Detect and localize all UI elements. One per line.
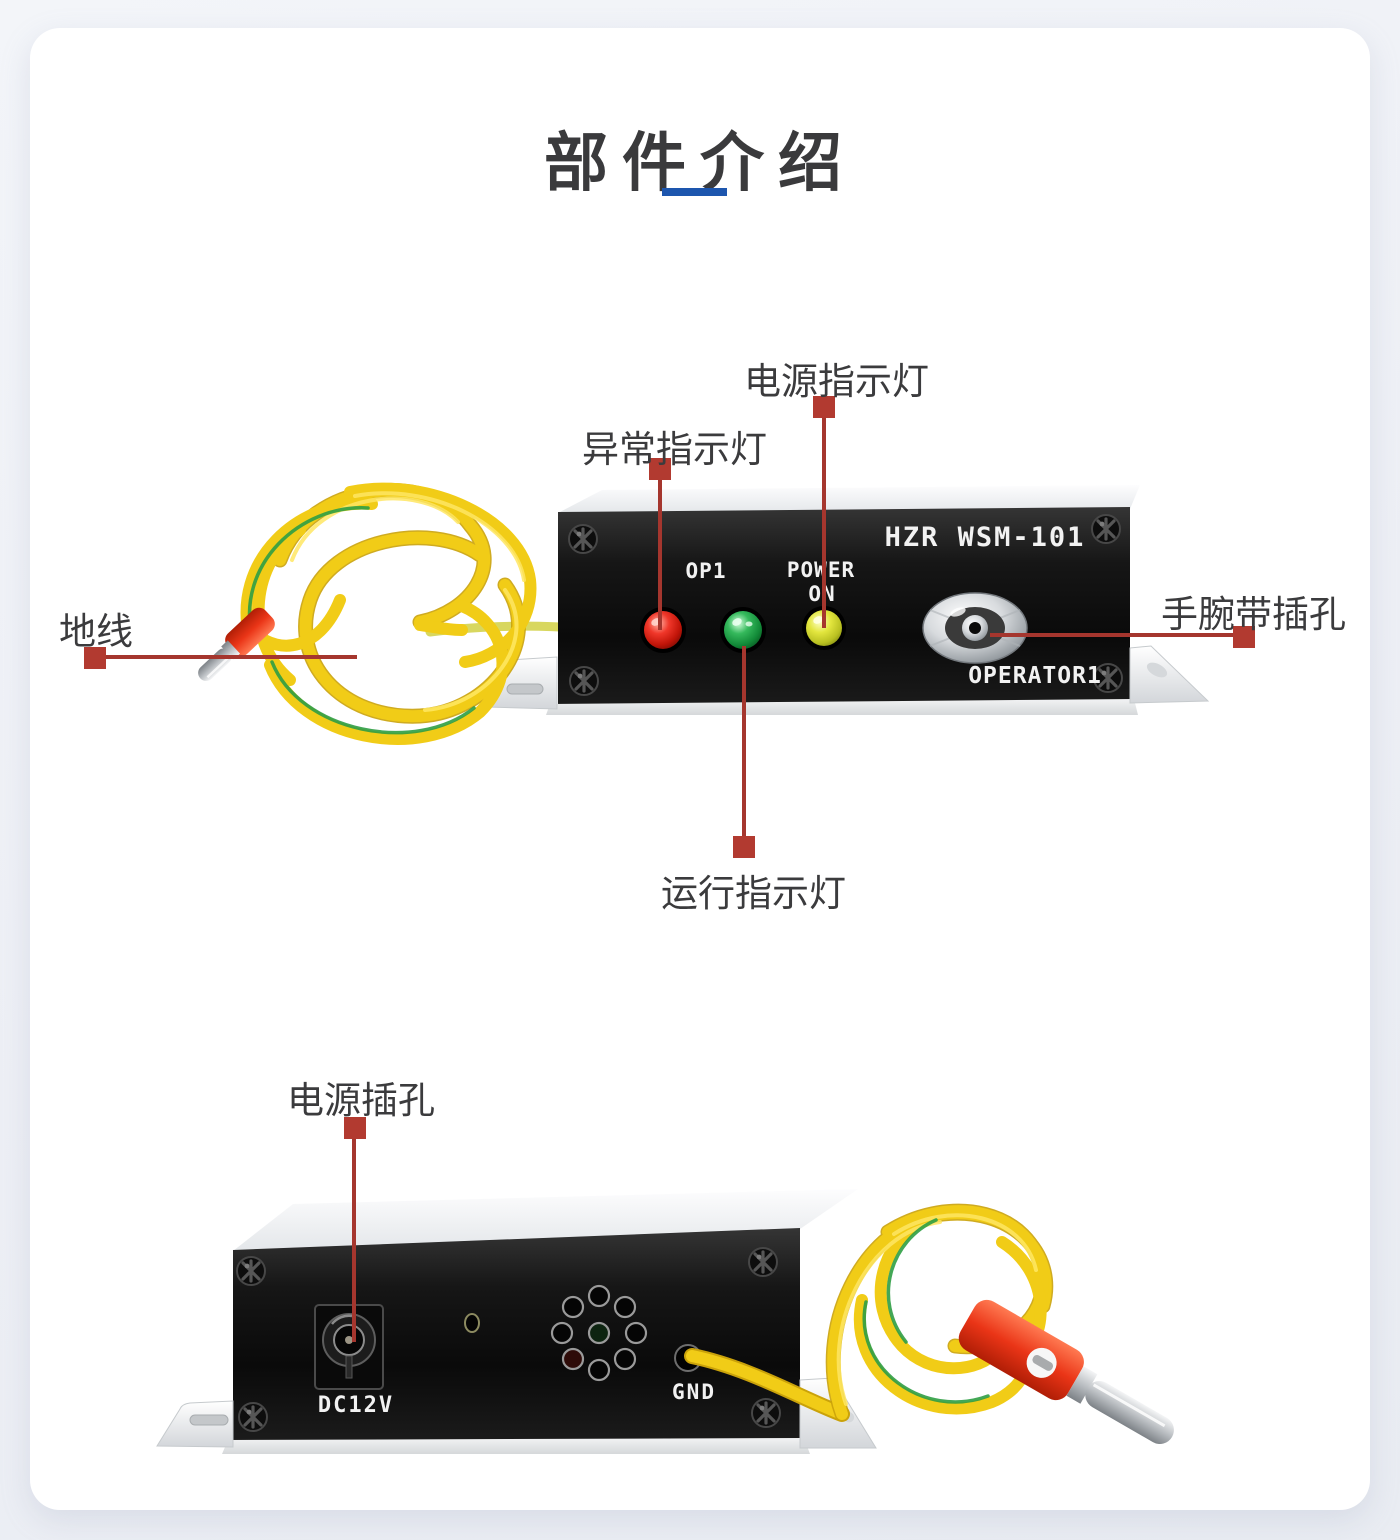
front-left-flange-slot [506, 683, 544, 695]
front-base-strip [546, 699, 1138, 715]
rear-gnd-text: GND [672, 1380, 716, 1404]
callout-label-ground-wire: 地线 [59, 611, 133, 652]
rear-small-hole [464, 1313, 480, 1333]
run-led-green [720, 607, 766, 653]
power-led-yellow [802, 606, 846, 650]
callout-label-run-led: 运行指示灯 [661, 873, 846, 914]
screw-icon [747, 1246, 779, 1278]
front-right-flange-slot [1146, 662, 1168, 678]
callout-label-abnormal-led: 异常指示灯 [582, 429, 767, 470]
callout-marker-power-led [813, 396, 835, 418]
device-rear-photo: DC12V GND [156, 1189, 1174, 1454]
rear-dc12v-text: DC12V [318, 1393, 394, 1418]
front-right-flange [1129, 645, 1210, 704]
front-on-text: ON [808, 582, 835, 606]
rear-top-face [233, 1189, 858, 1251]
screw-icon [235, 1255, 267, 1287]
callout-marker-run-led [733, 836, 755, 858]
callout-marker-ground-wire [84, 647, 106, 669]
rear-banana-plug [958, 1299, 1174, 1444]
screw-icon [237, 1401, 269, 1433]
callout-line-abnormal-led [658, 479, 662, 630]
rear-base-strip [222, 1438, 810, 1454]
callout-label-wrist-jack: 手腕带插孔 [1161, 594, 1346, 635]
page-title: 部件介绍 [544, 127, 856, 199]
title-underline [662, 188, 727, 196]
callout-label-power-jack: 电源插孔 [287, 1080, 435, 1121]
callout-label-power-led: 电源指示灯 [744, 361, 929, 402]
rear-left-flange-slot [189, 1414, 229, 1426]
callout-line-power-led [822, 418, 826, 628]
ground-wire-coil [240, 482, 537, 745]
callout-line-run-led [742, 646, 746, 838]
front-top-face [558, 485, 1140, 513]
callout-marker-wrist-jack [1233, 626, 1255, 648]
callout-line-power-jack [352, 1138, 356, 1342]
device-front-photo: HZR WSM-101 OP1 POWER ON OPERATOR1 [198, 482, 1210, 745]
front-op1-text: OP1 [686, 559, 727, 583]
callout-line-wrist-jack [990, 633, 1235, 637]
screw-icon [1090, 513, 1122, 545]
wrist-strap-jack [922, 592, 1028, 664]
callout-line-ground-wire [104, 655, 357, 659]
screw-icon [568, 665, 600, 697]
front-model-text: HZR WSM-101 [885, 522, 1086, 553]
callout-marker-abnormal-led [649, 458, 671, 480]
callout-marker-power-jack [344, 1117, 366, 1139]
buzzer-grille [550, 1284, 648, 1382]
abnormal-led-red [640, 607, 686, 653]
screw-icon [750, 1397, 782, 1429]
dc-power-jack [314, 1304, 384, 1390]
screw-icon [567, 523, 599, 555]
front-power-text: POWER [787, 558, 855, 582]
front-operator1-text: OPERATOR1 [968, 663, 1102, 689]
